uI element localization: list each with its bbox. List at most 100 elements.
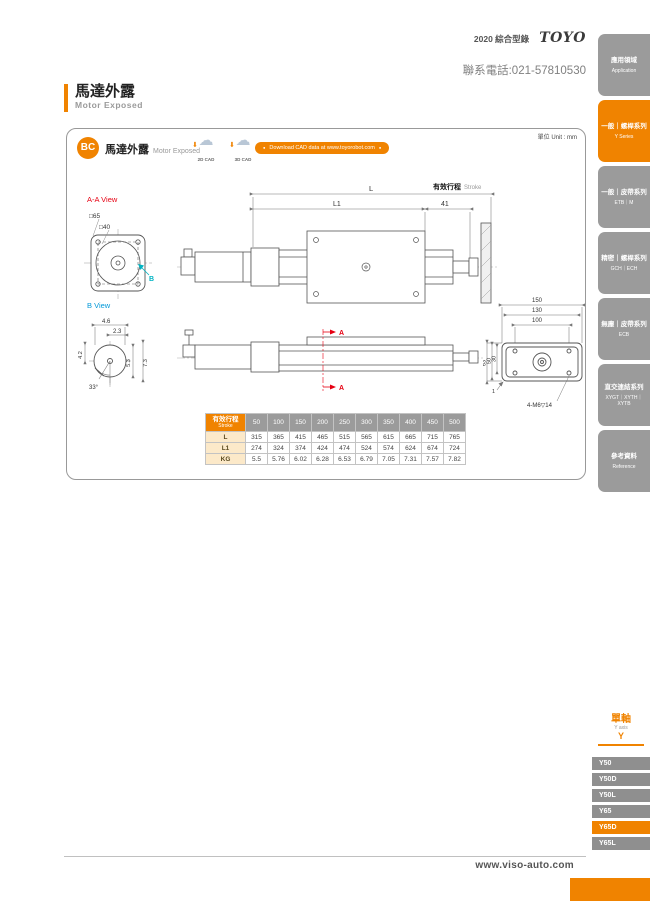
dim-1: 1 bbox=[492, 389, 495, 395]
model-item-y50d[interactable]: Y50D bbox=[592, 773, 650, 786]
cell: 374 bbox=[289, 442, 312, 454]
cell: 465 bbox=[311, 431, 334, 443]
cell: 365 bbox=[267, 431, 290, 443]
aa-view-label: A-A View bbox=[87, 195, 118, 204]
dim-30: 30 bbox=[492, 356, 498, 362]
aa-view-drawing: □65 □40 B bbox=[84, 213, 154, 299]
dim-sq65: □65 bbox=[89, 213, 101, 220]
page-title-zh: 馬達外露 bbox=[75, 83, 136, 100]
unit-note: 單位 Unit : mm bbox=[537, 135, 577, 141]
dim-1-callout: 1 bbox=[492, 381, 504, 395]
cad-3d-button[interactable]: ☁ ⬇ 3D CAD bbox=[228, 133, 258, 166]
model-group-rule bbox=[598, 744, 644, 746]
end-body bbox=[501, 342, 583, 382]
tab-label-en: Reference bbox=[612, 463, 636, 470]
panel-title-en: Motor Exposed bbox=[153, 148, 201, 155]
tab-label-en: ETB｜M bbox=[614, 199, 634, 206]
cell: 715 bbox=[421, 431, 444, 443]
table-row-KG: KG 5.5 5.76 6.02 6.28 6.53 6.79 7.05 7.3… bbox=[205, 453, 466, 465]
corner-accent-block bbox=[570, 878, 650, 901]
cell: 724 bbox=[443, 442, 466, 454]
model-group-zh: 單軸 bbox=[611, 714, 631, 725]
dim-41: 41 bbox=[441, 201, 449, 208]
cell: 274 bbox=[245, 442, 268, 454]
model-group-header: 單軸 Y axis Y bbox=[598, 710, 644, 746]
cell: 624 bbox=[399, 442, 422, 454]
tab-label-zh: 精密｜螺桿系列 bbox=[601, 254, 647, 262]
contact-phone: 聯系電話:021-57810530 bbox=[462, 65, 586, 77]
cell: 5.5 bbox=[245, 453, 268, 465]
dim-5-3: 5.3 bbox=[126, 359, 132, 367]
download-cad-link[interactable]: ● Download CAD data at www.toyorobot.com… bbox=[255, 142, 390, 154]
stroke-header-zh: 有效行程 bbox=[212, 415, 239, 423]
cell: 324 bbox=[267, 442, 290, 454]
bullet-icon: ● bbox=[263, 145, 266, 150]
cell: 474 bbox=[333, 442, 356, 454]
tab-reference[interactable]: 參考資料 Reference bbox=[598, 430, 650, 492]
download-icon: ⬇ bbox=[192, 142, 198, 149]
cell: 665 bbox=[399, 431, 422, 443]
cell: 765 bbox=[443, 431, 466, 443]
dimension-lines bbox=[249, 192, 495, 259]
section-a-label-top: A bbox=[339, 330, 344, 337]
stroke-header-en: Stroke bbox=[218, 422, 233, 429]
panel-title-zh: 馬達外露 bbox=[105, 144, 149, 156]
row-name: KG bbox=[205, 453, 246, 465]
dim-130: 130 bbox=[532, 308, 543, 314]
model-item-y50[interactable]: Y50 bbox=[592, 757, 650, 770]
cell: 6.28 bbox=[311, 453, 334, 465]
cloud-icon: ☁ bbox=[198, 132, 214, 149]
cad-2d-button[interactable]: ☁ ⬇ 2D CAD bbox=[191, 133, 221, 166]
tab-label-zh: 應用領域 bbox=[611, 56, 637, 64]
bolt-pattern-square bbox=[97, 241, 139, 285]
tab-ecb[interactable]: 無塵｜皮帶系列 ECB bbox=[598, 298, 650, 360]
table-row-L1: L1 274 324 374 424 474 524 574 624 674 7… bbox=[205, 442, 466, 454]
cell: 6.79 bbox=[355, 453, 378, 465]
tab-gch-ech[interactable]: 精密｜螺桿系列 GCH｜ECH bbox=[598, 232, 650, 294]
model-item-y65d[interactable]: Y65D bbox=[592, 821, 650, 834]
cad-2d-label: 2D CAD bbox=[197, 157, 215, 162]
page-title: 馬達外露 Motor Exposed bbox=[64, 84, 143, 112]
dim-2-3: 2.3 bbox=[113, 329, 122, 335]
dim-L1: L1 bbox=[333, 201, 341, 208]
tab-label-zh: 一般｜皮帶系列 bbox=[601, 188, 647, 196]
cell: 415 bbox=[289, 431, 312, 443]
dim-4-6: 4.6 bbox=[102, 319, 111, 325]
tab-label-en: ECB bbox=[618, 331, 630, 338]
product-panel: BC 馬達外露 Motor Exposed ☁ ⬇ 2D CAD ☁ ⬇ 3D … bbox=[66, 128, 586, 480]
cell: 424 bbox=[311, 442, 334, 454]
model-item-y50l[interactable]: Y50L bbox=[592, 789, 650, 802]
model-item-y65l[interactable]: Y65L bbox=[592, 837, 650, 850]
tap-note: 4-M6▽14 bbox=[527, 375, 570, 409]
tab-xy-series[interactable]: 直交連結系列 XYGT｜XYTH｜XYTB bbox=[598, 364, 650, 426]
col-header: 450 bbox=[421, 413, 444, 432]
cell: 315 bbox=[245, 431, 268, 443]
website-url: www.viso-auto.com bbox=[475, 860, 574, 871]
stroke-spec-table: 有效行程 Stroke 50 100 150 200 250 300 350 4… bbox=[205, 413, 466, 465]
cell: 6.53 bbox=[333, 453, 356, 465]
cloud-icon: ☁ bbox=[235, 132, 251, 149]
cell: 524 bbox=[355, 442, 378, 454]
download-icon: ⬇ bbox=[229, 142, 235, 149]
end-view-drawing: 150 130 100 63 50 30 1 4-M6▽14 bbox=[483, 298, 585, 409]
tab-label-en: XYGT｜XYTH｜XYTB bbox=[605, 394, 643, 407]
tab-y-series[interactable]: 一般｜螺桿系列 Y Series bbox=[598, 100, 650, 162]
model-item-y65[interactable]: Y65 bbox=[592, 805, 650, 818]
dimension-lines bbox=[485, 303, 585, 385]
tab-label-en: Application bbox=[611, 67, 637, 74]
cell: 7.82 bbox=[443, 453, 466, 465]
stroke-label-en: Stroke bbox=[464, 185, 482, 191]
title-accent-bar bbox=[64, 84, 68, 112]
col-header: 250 bbox=[333, 413, 356, 432]
panel-title: 馬達外露 Motor Exposed bbox=[105, 141, 200, 157]
tab-label-zh: 一般｜螺桿系列 bbox=[601, 122, 647, 130]
stroke-label-zh: 有效行程 bbox=[433, 182, 461, 191]
tab-application[interactable]: 應用領域 Application bbox=[598, 34, 650, 96]
plan-view-drawing: L L1 41 有效行程 Stroke bbox=[177, 182, 499, 304]
cell: 5.76 bbox=[267, 453, 290, 465]
flange-outline bbox=[90, 234, 146, 292]
footer-divider bbox=[64, 856, 586, 857]
cell: 515 bbox=[333, 431, 356, 443]
tab-etb-m[interactable]: 一般｜皮帶系列 ETB｜M bbox=[598, 166, 650, 228]
dim-L: L bbox=[369, 184, 373, 193]
